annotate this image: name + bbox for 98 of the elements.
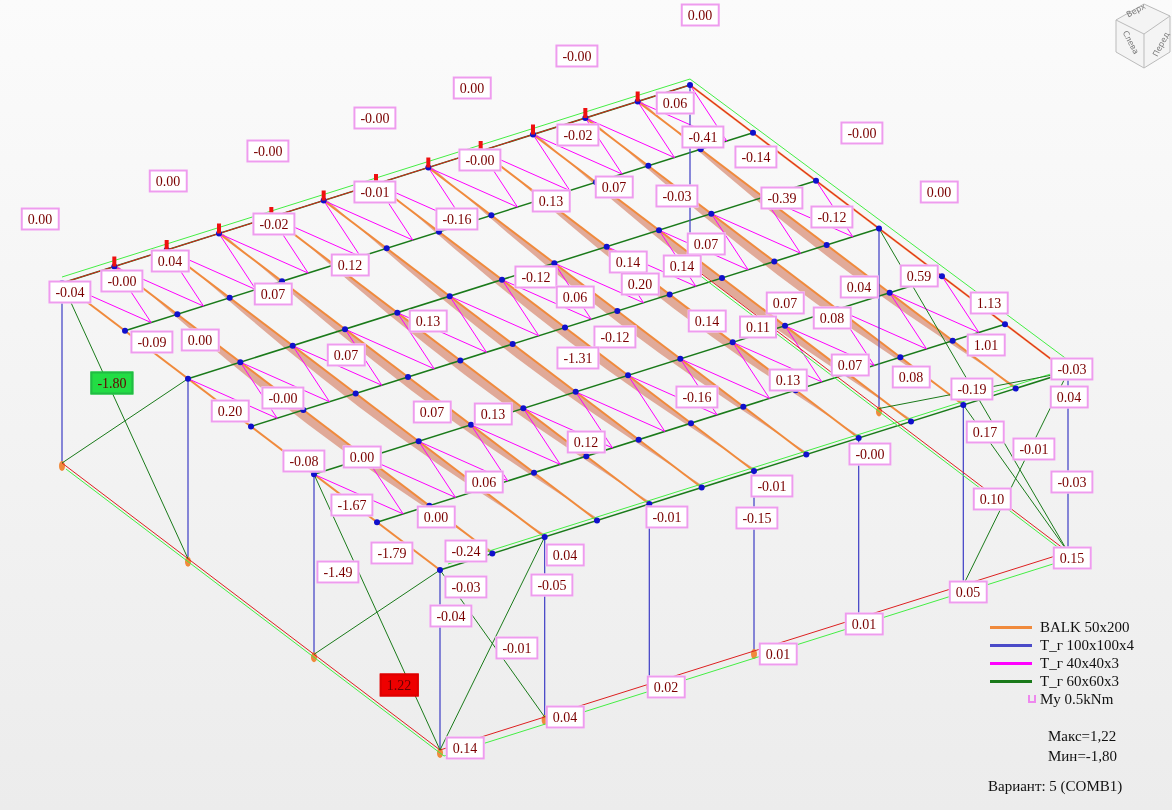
value-label: -0.02 xyxy=(252,212,296,236)
note-text: Макс=1,22 xyxy=(1048,728,1117,745)
value-label: 0.07 xyxy=(594,175,634,199)
value-label: 0.06 xyxy=(655,91,695,115)
value-label: 0.00 xyxy=(919,180,959,204)
note-text: Вариант: 5 (COMB1) xyxy=(988,778,1123,795)
value-label: -0.03 xyxy=(655,184,699,208)
value-label: 0.04 xyxy=(1049,385,1089,409)
value-label: 0.00 xyxy=(342,445,382,469)
value-label: -0.01 xyxy=(750,474,794,498)
value-label: 0.01 xyxy=(758,642,798,666)
value-label: 0.07 xyxy=(326,343,366,367)
legend-text: T_г 60x60x3 xyxy=(1040,672,1120,690)
value-label: 0.06 xyxy=(464,470,504,494)
value-label: 0.13 xyxy=(473,402,513,426)
value-label: 0.10 xyxy=(972,487,1012,511)
value-label: 0.07 xyxy=(412,400,452,424)
value-label: -1.80 xyxy=(90,371,134,395)
value-label: 0.59 xyxy=(899,264,939,288)
value-label: 0.00 xyxy=(680,3,720,27)
value-label: -1.31 xyxy=(556,346,600,370)
value-label: 0.13 xyxy=(768,368,808,392)
value-label: 0.12 xyxy=(566,430,606,454)
value-label: -0.41 xyxy=(681,125,725,149)
value-label: 0.14 xyxy=(608,250,648,274)
value-label: -0.03 xyxy=(1050,357,1094,381)
value-label: -0.12 xyxy=(593,325,637,349)
value-label: 0.14 xyxy=(687,309,727,333)
cube-face-label: Верх xyxy=(1125,1,1148,20)
value-label: 0.13 xyxy=(408,309,448,333)
legend-text: T_г 100x100x4 xyxy=(1040,636,1135,654)
value-label: -1.67 xyxy=(330,493,374,517)
value-label: -0.19 xyxy=(950,377,994,401)
value-label: -0.39 xyxy=(760,186,804,210)
value-label: -0.00 xyxy=(261,386,305,410)
value-label: -0.01 xyxy=(645,505,689,529)
value-label: 0.05 xyxy=(948,580,988,604)
value-label: -0.15 xyxy=(735,506,779,530)
value-label: 0.07 xyxy=(830,353,870,377)
note-text: Мин=-1,80 xyxy=(1048,748,1118,765)
value-label: -0.00 xyxy=(848,442,892,466)
value-label: 0.17 xyxy=(965,420,1005,444)
value-label: 0.13 xyxy=(531,189,571,213)
value-label: -0.04 xyxy=(429,604,473,628)
value-label: 0.04 xyxy=(545,705,585,729)
value-label: 0.04 xyxy=(150,249,190,273)
value-label: -0.12 xyxy=(514,265,558,289)
value-label: 0.04 xyxy=(545,543,585,567)
value-label: 1.01 xyxy=(966,333,1006,357)
value-label: -0.16 xyxy=(435,207,479,231)
value-label: 0.00 xyxy=(180,328,220,352)
value-label: 0.08 xyxy=(812,306,852,330)
value-label: -0.08 xyxy=(282,449,326,473)
value-label: 0.14 xyxy=(662,254,702,278)
value-label: -0.03 xyxy=(1050,470,1094,494)
value-label: -0.24 xyxy=(444,539,488,563)
value-label: -0.16 xyxy=(675,385,719,409)
value-label: -0.01 xyxy=(1012,437,1056,461)
value-label: 1.22 xyxy=(379,673,419,697)
value-label: 0.01 xyxy=(844,612,884,636)
value-label: -0.04 xyxy=(48,280,92,304)
value-label: -0.05 xyxy=(530,573,574,597)
value-label: -0.01 xyxy=(495,636,539,660)
legend-text: My 0.5kNm xyxy=(1040,690,1114,708)
value-label: -0.02 xyxy=(556,123,600,147)
value-label: 0.07 xyxy=(765,291,805,315)
value-label: 0.07 xyxy=(686,232,726,256)
value-label: -0.00 xyxy=(246,139,290,163)
value-label: 0.14 xyxy=(445,736,485,760)
value-label: -0.00 xyxy=(353,106,397,130)
value-label: -1.79 xyxy=(370,541,414,565)
value-label: 0.02 xyxy=(646,675,686,699)
value-label: -0.00 xyxy=(555,44,599,68)
value-label: 0.00 xyxy=(20,207,60,231)
value-label: 0.04 xyxy=(839,275,879,299)
value-label: -0.00 xyxy=(458,148,502,172)
value-label: 0.08 xyxy=(891,365,931,389)
value-label: 0.20 xyxy=(210,399,250,423)
value-label: 0.06 xyxy=(555,285,595,309)
value-label: 0.00 xyxy=(416,505,456,529)
value-label: 0.00 xyxy=(452,76,492,100)
value-label: 0.11 xyxy=(739,315,777,339)
value-label: 0.07 xyxy=(253,282,293,306)
value-label: -0.12 xyxy=(810,205,854,229)
value-label: 0.00 xyxy=(148,169,188,193)
value-label: -0.01 xyxy=(353,180,397,204)
legend-text: BALK 50x200 xyxy=(1040,618,1130,636)
value-label: 0.15 xyxy=(1052,546,1092,570)
value-label: -0.09 xyxy=(130,330,174,354)
value-label: -0.14 xyxy=(734,145,778,169)
legend-text: T_г 40x40x3 xyxy=(1040,654,1120,672)
value-label: 1.13 xyxy=(969,291,1009,315)
value-label: -1.49 xyxy=(316,560,360,584)
value-label: 0.12 xyxy=(330,253,370,277)
value-label: -0.00 xyxy=(840,121,884,145)
value-label: 0.20 xyxy=(620,272,660,296)
value-label: -0.00 xyxy=(100,269,144,293)
value-label: -0.03 xyxy=(444,575,488,599)
